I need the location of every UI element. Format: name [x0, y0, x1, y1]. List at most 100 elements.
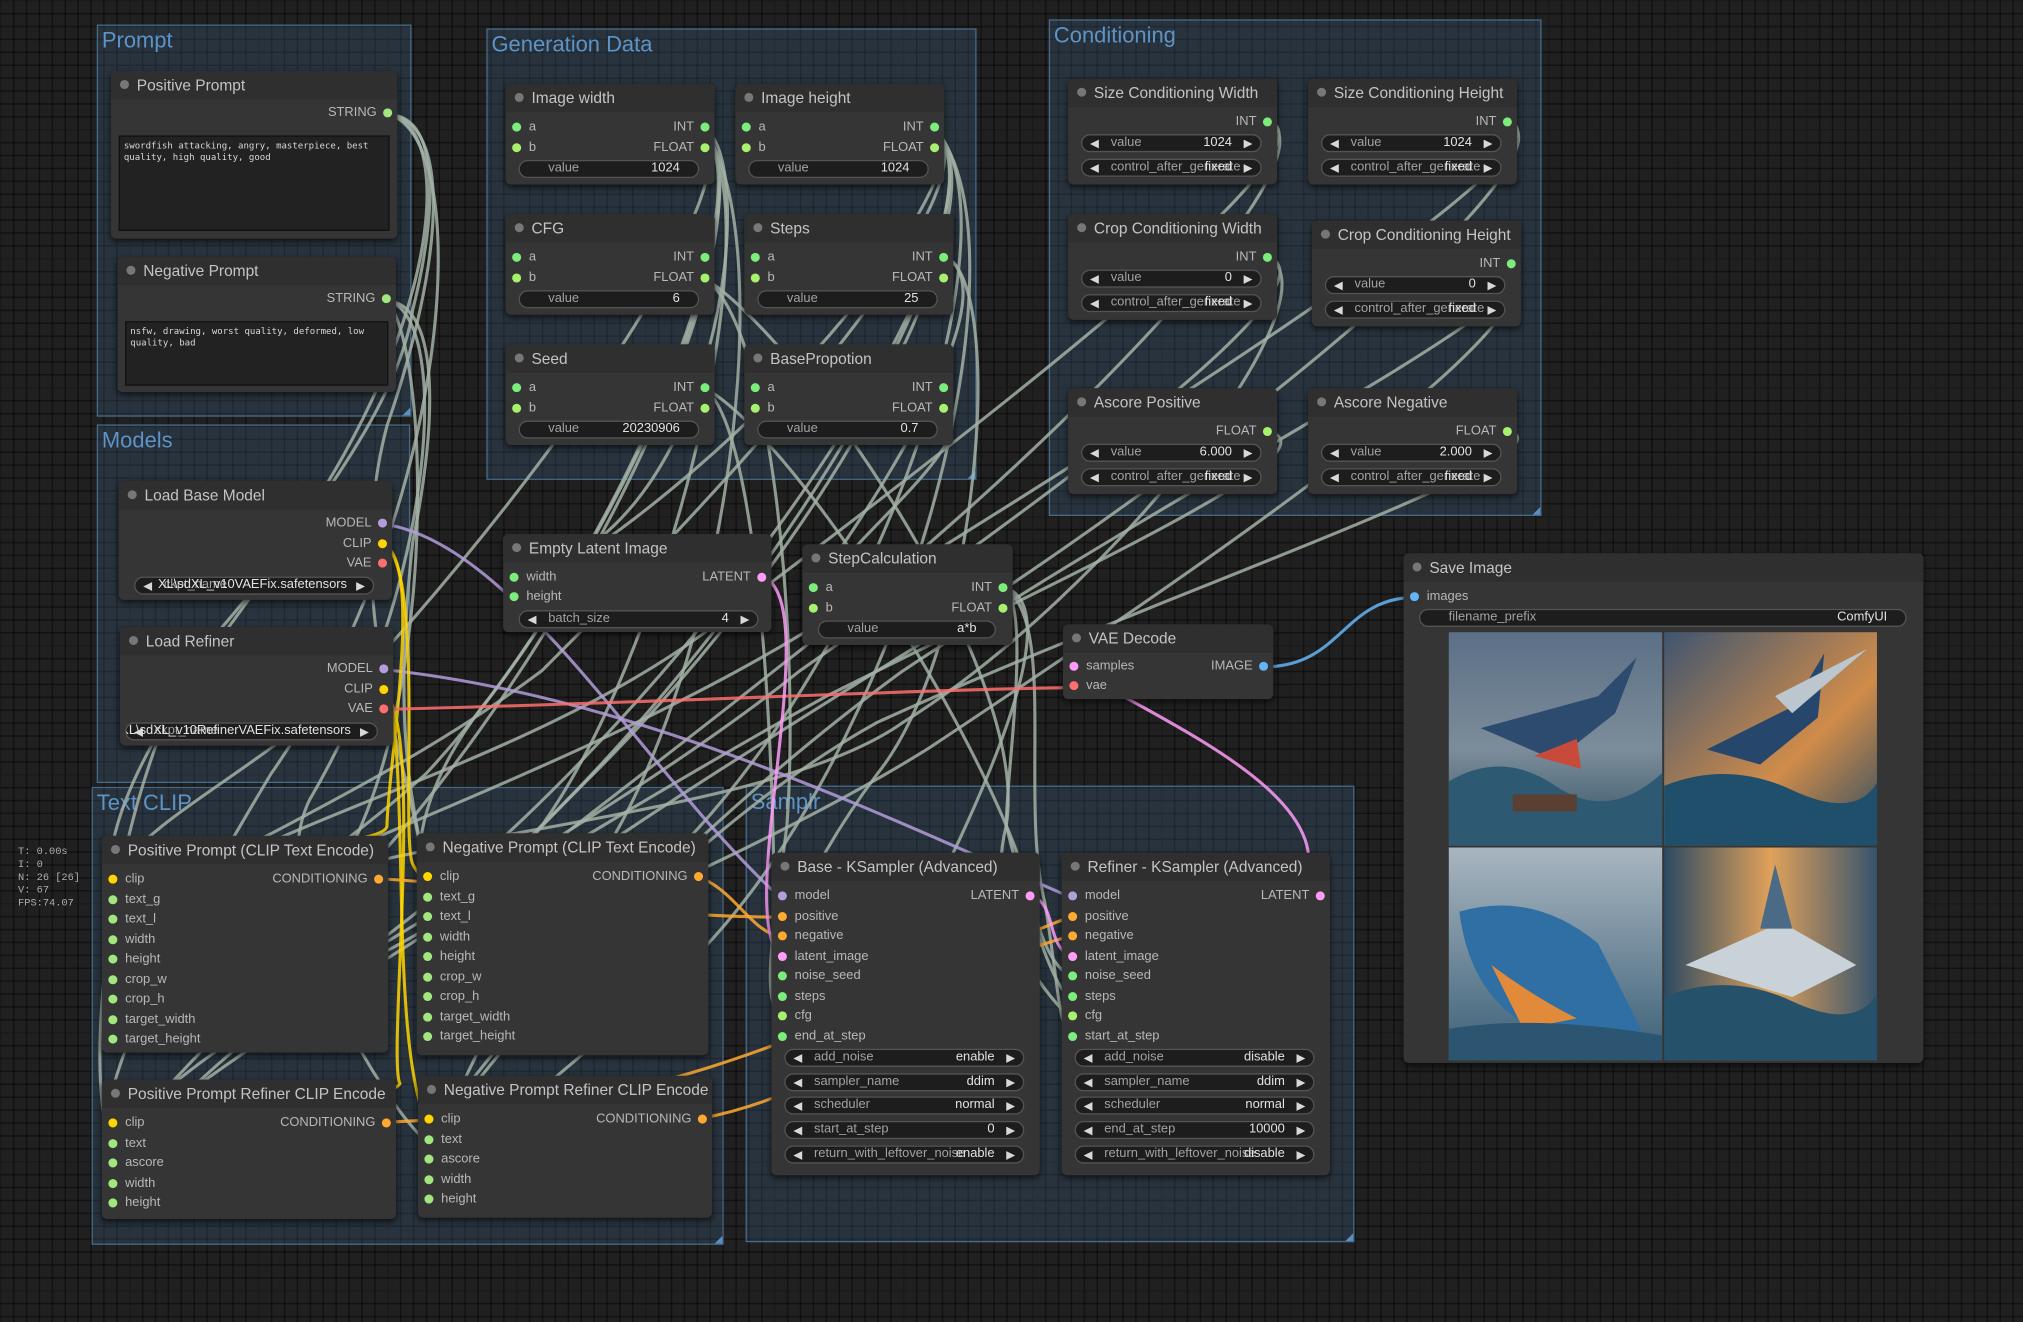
- slot[interactable]: [1069, 661, 1079, 671]
- input-target-width[interactable]: target_width: [417, 1008, 709, 1026]
- input-width[interactable]: width: [417, 928, 709, 946]
- input-cfg[interactable]: cfg: [771, 1007, 1039, 1025]
- collapse-dot[interactable]: [127, 490, 137, 500]
- input-end-at-step[interactable]: end_at_step: [771, 1027, 1039, 1045]
- slot[interactable]: [424, 1174, 434, 1184]
- slot[interactable]: [777, 931, 787, 941]
- arrow-left-icon[interactable]: ◀: [134, 724, 144, 738]
- input-crop-h[interactable]: crop_h: [417, 988, 709, 1006]
- collapse-dot[interactable]: [514, 92, 524, 102]
- output-conditioning[interactable]: CONDITIONING: [102, 871, 388, 889]
- arrow-right-icon[interactable]: ▶: [1483, 161, 1493, 175]
- output-image-1[interactable]: [1448, 632, 1663, 846]
- group-resize-handle[interactable]: [967, 470, 976, 479]
- slot[interactable]: [512, 403, 522, 413]
- slot[interactable]: [1262, 117, 1272, 127]
- slot[interactable]: [750, 252, 760, 262]
- slot[interactable]: [1315, 891, 1325, 901]
- slot[interactable]: [750, 383, 760, 393]
- input-b[interactable]: b: [744, 270, 953, 288]
- output-model[interactable]: MODEL: [119, 515, 392, 533]
- slot[interactable]: [377, 539, 387, 549]
- input-crop-h[interactable]: crop_h: [102, 991, 388, 1009]
- slot[interactable]: [1259, 661, 1269, 671]
- input-clip[interactable]: clip: [417, 868, 709, 886]
- output-conditioning[interactable]: CONDITIONING: [102, 1115, 396, 1133]
- arrow-left-icon[interactable]: ◀: [1083, 1075, 1093, 1089]
- output-float[interactable]: FLOAT: [506, 400, 715, 418]
- input-steps[interactable]: steps: [771, 987, 1039, 1005]
- node-title[interactable]: Size Conditioning Height: [1308, 78, 1518, 108]
- node-negative-prompt[interactable]: Negative Prompt STRING nsfw, drawing, wo…: [117, 256, 397, 393]
- collapse-dot[interactable]: [1077, 397, 1087, 407]
- input-noise-seed[interactable]: noise_seed: [771, 968, 1039, 986]
- output-value[interactable]: FLOAT: [1308, 423, 1517, 441]
- arrow-right-icon[interactable]: ▶: [1006, 1075, 1016, 1089]
- arrow-left-icon[interactable]: ◀: [793, 1051, 803, 1065]
- collapse-dot[interactable]: [119, 79, 129, 90]
- arrow-right-icon[interactable]: ▶: [1296, 1123, 1306, 1137]
- output-int[interactable]: INT: [744, 249, 953, 267]
- node-positive-prompt[interactable]: Positive Prompt STRING swordfish attacki…: [110, 70, 398, 239]
- node-title[interactable]: Save Image: [1403, 553, 1924, 582]
- output-image-2[interactable]: [1663, 632, 1877, 846]
- collapse-dot[interactable]: [514, 353, 524, 363]
- arrow-left-icon[interactable]: ◀: [1090, 161, 1099, 175]
- node-title[interactable]: VAE Decode: [1062, 624, 1274, 653]
- slot[interactable]: [374, 874, 384, 884]
- output-int[interactable]: INT: [735, 119, 944, 137]
- slot[interactable]: [108, 974, 118, 984]
- input-b[interactable]: b: [735, 139, 944, 157]
- slot[interactable]: [1502, 117, 1512, 127]
- slot[interactable]: [424, 1134, 434, 1144]
- output-image-4[interactable]: [1663, 846, 1877, 1061]
- node-title[interactable]: Crop Conditioning Height: [1311, 220, 1521, 249]
- input-text-l[interactable]: text_l: [102, 911, 388, 929]
- input-width[interactable]: width: [503, 569, 632, 587]
- node-title[interactable]: Positive Prompt: [110, 70, 398, 100]
- output-value[interactable]: INT: [1068, 114, 1277, 132]
- arrow-left-icon[interactable]: ◀: [1083, 1147, 1093, 1161]
- slot[interactable]: [108, 994, 118, 1004]
- output-clip[interactable]: CLIP: [120, 681, 393, 699]
- group-resize-handle[interactable]: [1345, 1233, 1354, 1241]
- group-resize-handle[interactable]: [402, 407, 411, 416]
- input-a[interactable]: a: [802, 579, 1012, 597]
- slot[interactable]: [741, 143, 751, 153]
- slot[interactable]: [423, 952, 433, 962]
- input-cfg[interactable]: cfg: [1062, 1007, 1330, 1025]
- arrow-right-icon[interactable]: ▶: [356, 579, 366, 593]
- output-int[interactable]: INT: [744, 379, 953, 397]
- slot[interactable]: [808, 603, 818, 613]
- input-negative[interactable]: negative: [771, 928, 1039, 946]
- slot[interactable]: [509, 572, 519, 582]
- arrow-right-icon[interactable]: ▶: [1243, 446, 1253, 460]
- output-float[interactable]: FLOAT: [744, 400, 953, 418]
- input-text-g[interactable]: text_g: [417, 888, 709, 906]
- slot[interactable]: [1025, 891, 1035, 901]
- group-resize-handle[interactable]: [714, 1235, 723, 1244]
- slot[interactable]: [700, 403, 710, 413]
- collapse-dot[interactable]: [1070, 861, 1080, 871]
- arrow-right-icon[interactable]: ▶: [1243, 161, 1253, 175]
- slot[interactable]: [1262, 426, 1272, 437]
- slot[interactable]: [379, 704, 389, 714]
- collapse-dot[interactable]: [753, 223, 763, 233]
- slot[interactable]: [383, 108, 393, 118]
- node-title[interactable]: Negative Prompt (CLIP Text Encode): [416, 833, 709, 862]
- node-title[interactable]: Ascore Positive: [1068, 388, 1278, 417]
- output-image[interactable]: IMAGE: [1063, 658, 1273, 676]
- slot[interactable]: [930, 122, 940, 132]
